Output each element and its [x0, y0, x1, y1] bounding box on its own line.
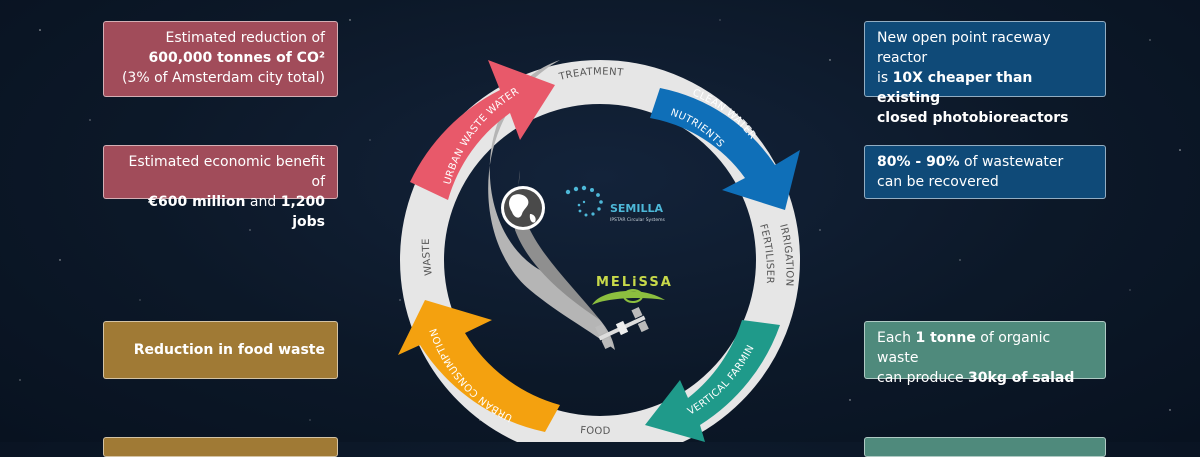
organic-waste-box: Each 1 tonne of organic waste can produc…	[864, 321, 1106, 386]
raceway-reactor-box: New open point raceway reactor is 10X ch…	[864, 21, 1106, 126]
wastewater-recovery-of: of wastewater	[959, 154, 1064, 170]
starfield-background	[0, 0, 1200, 442]
raceway-reactor-line1: New open point raceway reactor	[877, 30, 1051, 66]
co2-reduction-amount: 600,000 tonnes of CO²	[148, 50, 325, 66]
co2-reduction-note: (3% of Amsterdam city total)	[121, 70, 325, 86]
co2-reduction-box: Estimated reduction of 600,000 tonnes of…	[103, 21, 338, 97]
wastewater-recovery-line2: can be recovered	[877, 174, 999, 190]
semilla-logo-subtitle: IPSTAR Circular Systems	[610, 217, 665, 223]
clean-water-arrow	[650, 88, 800, 210]
raceway-reactor-cheaper: 10X cheaper than existing	[877, 70, 1033, 106]
raceway-reactor-closed: closed photobioreactors	[877, 110, 1069, 126]
organic-waste-each: Each	[877, 330, 916, 346]
vertical-farming-arrow	[645, 320, 780, 442]
urban-consumption-arrow	[398, 300, 560, 432]
globe-icon	[501, 186, 545, 230]
economic-benefit-box: Estimated economic benefit of €600 milli…	[103, 145, 338, 230]
food-waste-box: Reduction in food waste	[103, 321, 338, 379]
semilla-logo: SEMILLA IPSTAR Circular Systems	[565, 185, 665, 223]
organic-waste-of: of organic waste	[877, 330, 1051, 366]
partial-gold-box	[103, 437, 338, 457]
inner-grey-swirl-shadow	[515, 170, 600, 320]
wastewater-recovery-box: 80% - 90% of wastewater can be recovered	[864, 145, 1106, 199]
semilla-logo-text: SEMILLA	[610, 202, 663, 215]
organic-waste-salad: 30kg of salad	[968, 370, 1075, 386]
partial-teal-box	[864, 437, 1106, 457]
label-waste: WASTE	[421, 238, 435, 276]
circular-economy-cycle: TREATMENT CLEAN WATER NUTRIENTS IRRIGATI…	[380, 40, 800, 442]
wastewater-recovery-percent: 80% - 90%	[877, 154, 960, 170]
economic-benefit-intro: Estimated economic benefit of	[128, 154, 325, 190]
economic-benefit-and: and	[245, 194, 281, 210]
cycle-ring	[400, 60, 800, 442]
economic-benefit-amount: €600 million	[148, 194, 246, 210]
organic-waste-tonne: 1 tonne	[915, 330, 976, 346]
inner-grey-swirl	[488, 60, 615, 350]
economic-benefit-jobs: 1,200 jobs	[280, 194, 325, 230]
space-station-icon	[595, 306, 649, 350]
raceway-reactor-is: is	[877, 70, 893, 86]
urban-waste-water-arrow	[410, 60, 555, 200]
food-waste-text: Reduction in food waste	[133, 342, 325, 358]
label-food: FOOD	[580, 425, 611, 437]
organic-waste-produce: can produce	[877, 370, 969, 386]
melissa-logo: MELiSSA	[592, 275, 673, 305]
melissa-logo-text: MELiSSA	[596, 275, 673, 290]
co2-reduction-intro: Estimated reduction of	[165, 30, 325, 46]
